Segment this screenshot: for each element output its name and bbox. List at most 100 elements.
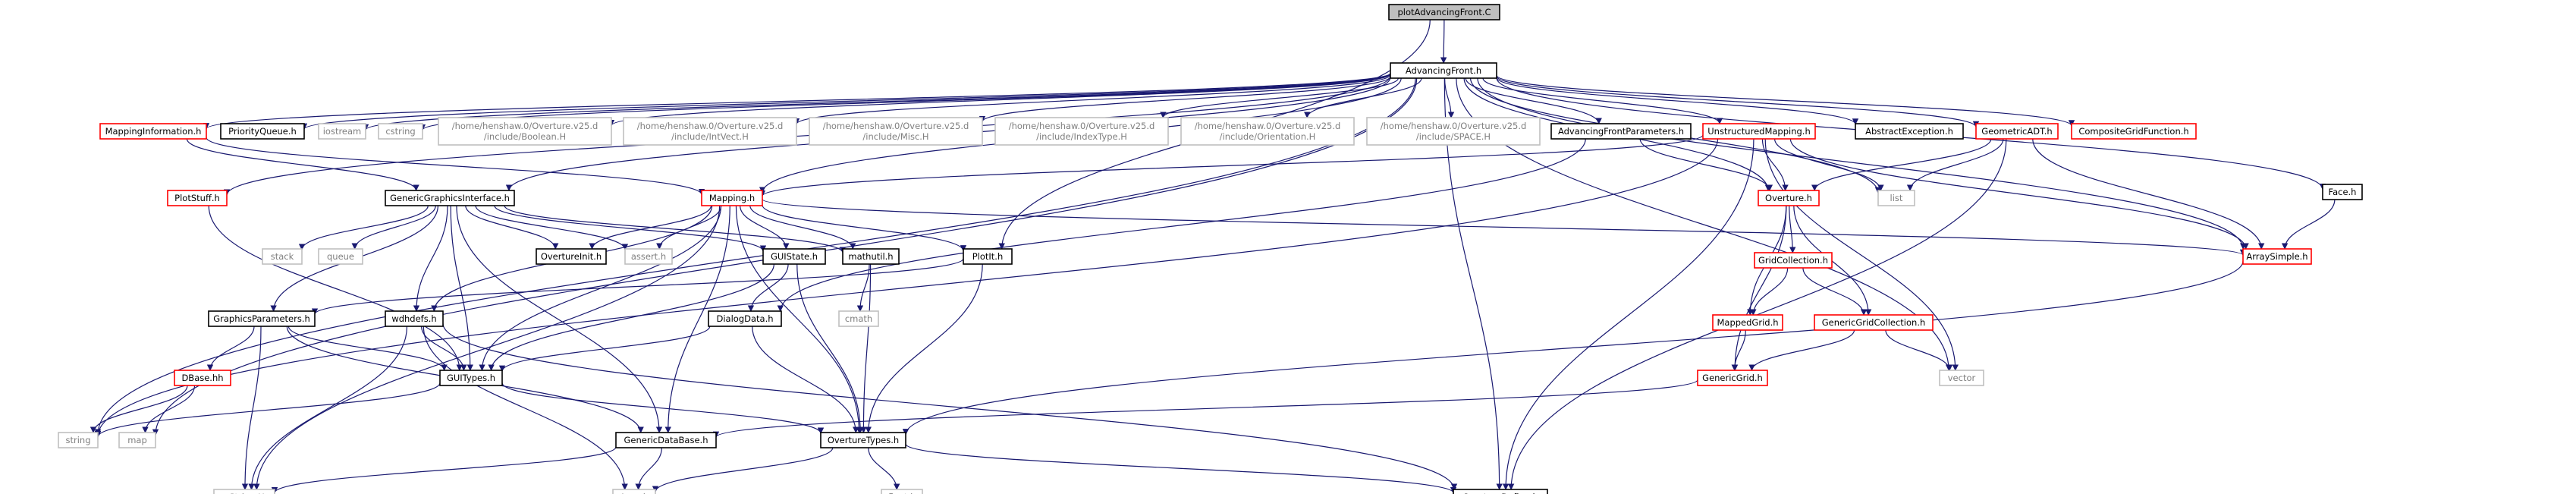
node-composite-grid-function[interactable]: CompositeGridFunction.h (2071, 123, 2197, 140)
node-plot-stuff[interactable]: PlotStuff.h (167, 190, 228, 206)
edge-generic-graphics-interface-to-mathutil (504, 205, 847, 253)
node-label: DialogData.h (716, 313, 773, 324)
edge-array-simple-to-overture-types (902, 260, 2244, 436)
node-label: GenericGrid.h (1702, 373, 1763, 383)
node-array-simple[interactable]: ArraySimple.h (2242, 248, 2312, 265)
node-label: UnstructuredMapping.h (1707, 126, 1811, 137)
node-box (838, 310, 879, 327)
node-dialog-data[interactable]: DialogData.h (708, 310, 782, 327)
node-label: OvertureDefine.h (1462, 492, 1538, 494)
edge-unstructured-mapping-to-mapping (759, 134, 1704, 197)
node-box (842, 248, 900, 265)
node-generic-data-base[interactable]: GenericDataBase.h (615, 432, 717, 448)
node-box (701, 190, 763, 206)
node-face[interactable]: Face.h (2322, 184, 2363, 200)
node-wdhdefs[interactable]: wdhdefs.h (385, 310, 444, 327)
node-box (2071, 123, 2197, 140)
node-spaceh: /home/henshaw.0/Overture.v25.d/include/S… (1366, 117, 1541, 146)
node-box (963, 248, 1013, 265)
node-box (1702, 123, 1816, 140)
edge-guistate-to-overture-types (796, 263, 864, 433)
node-box (1550, 123, 1692, 140)
node-abstract-exception[interactable]: AbstractException.h (1855, 123, 1964, 140)
edge-generic-data-base-to-a-string (271, 446, 617, 494)
edge-mapping-to-array-simple (762, 199, 2246, 256)
node-box (167, 190, 228, 206)
node-box (809, 117, 983, 146)
node-mapped-grid[interactable]: MappedGrid.h (1712, 314, 1783, 331)
node-box (615, 432, 717, 448)
edge-wdhdefs-to-overture-define (442, 323, 1458, 490)
edge-mapping-to-overture-init (589, 205, 712, 250)
edge-dbase-to-map (142, 385, 196, 433)
node-generic-grid[interactable]: GenericGrid.h (1697, 370, 1768, 386)
edge-advancing-front-to-geometric-adt (1496, 75, 1980, 128)
edge-advancing-front-to-index-type-h (1160, 77, 1399, 118)
node-priority-queue[interactable]: PriorityQueue.h (220, 123, 305, 140)
node-cmath: cmath (838, 310, 879, 327)
edge-mapped-grid-to-generic-grid (1731, 329, 1746, 371)
node-advancing-front[interactable]: AdvancingFront.h (1390, 62, 1497, 79)
node-label: wdhdefs.h (391, 313, 436, 324)
node-dbase[interactable]: DBase.hh (174, 370, 231, 386)
node-box (262, 248, 303, 265)
node-box (1697, 370, 1768, 386)
node-box (994, 117, 1169, 146)
node-label: iostream (323, 126, 362, 137)
node-mapping[interactable]: Mapping.h (701, 190, 763, 206)
node-label: /include/Orientation.H (1220, 131, 1316, 142)
node-label: /home/henshaw.0/Overture.v25.d (823, 121, 969, 131)
node-overture-init[interactable]: OvertureInit.h (536, 248, 607, 265)
node-guitypes[interactable]: GUITypes.h (439, 370, 503, 386)
node-mathutil[interactable]: mathutil.h (842, 248, 900, 265)
node-advancing-front-parameters[interactable]: AdvancingFrontParameters.h (1550, 123, 1692, 140)
node-label: /include/Misc.H (862, 131, 928, 142)
node-unstructured-mapping[interactable]: UnstructuredMapping.h (1702, 123, 1816, 140)
node-label: PriorityQueue.h (228, 126, 297, 137)
node-label: /home/henshaw.0/Overture.v25.d (1195, 121, 1341, 131)
node-label: AdvancingFrontParameters.h (1558, 126, 1684, 137)
edge-advancing-front-to-composite-grid-function (1496, 74, 2075, 127)
node-label: GUITypes.h (447, 373, 495, 383)
edge-advancing-front-to-array-simple (1477, 77, 2247, 250)
edge-mapping-to-guistate (740, 205, 790, 250)
node-label: plotAdvancingFront.C (1397, 7, 1491, 17)
node-graphics-parameters[interactable]: GraphicsParameters.h (208, 310, 316, 327)
edge-generic-graphics-interface-to-stack (298, 205, 429, 250)
node-box (99, 123, 207, 140)
node-box (623, 117, 797, 146)
node-box (438, 117, 612, 146)
edge-mathutil-to-cmath (856, 263, 870, 312)
node-label: GenericGridCollection.h (1822, 317, 1926, 328)
node-overture[interactable]: Overture.h (1758, 190, 1820, 206)
edge-generic-graphics-interface-to-queue (351, 205, 436, 250)
edge-unstructured-mapping-to-vector (1764, 138, 1959, 371)
node-label: float.h (888, 492, 916, 494)
edge-dialog-data-to-guitypes (498, 326, 711, 372)
node-label: cstring (385, 126, 415, 137)
node-plot-advancing-front[interactable]: plotAdvancingFront.C (1388, 4, 1500, 20)
node-overture-define[interactable]: OvertureDefine.h (1453, 489, 1548, 494)
node-list: list (1877, 190, 1915, 206)
node-overture-types[interactable]: OvertureTypes.h (820, 432, 906, 448)
edge-plot-it-to-graphics-parameters (311, 258, 964, 315)
node-geometric-adt[interactable]: GeometricADT.h (1975, 123, 2059, 140)
node-plot-it[interactable]: PlotIt.h (963, 248, 1013, 265)
node-label: /home/henshaw.0/Overture.v25.d (1381, 121, 1527, 131)
edge-generic-data-base-to-aplusplus (635, 447, 662, 490)
edge-generic-graphics-interface-to-overture-init (465, 205, 559, 250)
node-label: /include/IntVect.H (671, 131, 749, 142)
edge-advancing-front-to-unstructured-mapping (1482, 77, 1723, 124)
edge-advancing-front-to-spaceh (1444, 77, 1455, 118)
node-grid-collection[interactable]: GridCollection.h (1754, 252, 1833, 269)
node-generic-grid-collection[interactable]: GenericGridCollection.h (1814, 314, 1934, 331)
edge-mapping-to-generic-data-base (664, 205, 730, 433)
node-label: Face.h (2329, 187, 2357, 197)
node-mapping-information[interactable]: MappingInformation.h (99, 123, 207, 140)
edge-overture-types-to-float (868, 447, 900, 490)
node-generic-graphics-interface[interactable]: GenericGraphicsInterface.h (385, 190, 515, 206)
node-guistate[interactable]: GUIState.h (762, 248, 826, 265)
node-label: map (127, 435, 147, 445)
node-label: aString.H (224, 492, 265, 494)
